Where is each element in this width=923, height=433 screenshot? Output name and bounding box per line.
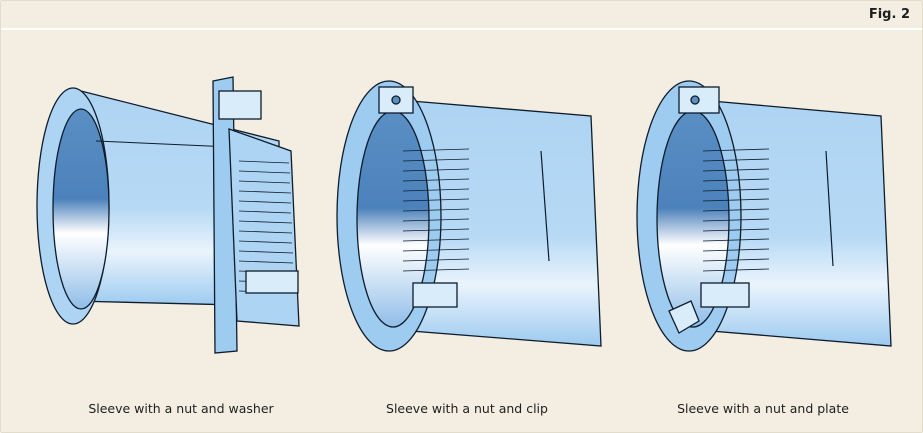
nut-threads — [702, 148, 770, 272]
caption-nut-and-washer: Sleeve with a nut and washer — [88, 401, 274, 416]
plate-bracket — [668, 300, 700, 334]
nut-threads — [402, 148, 470, 272]
clip-screw — [391, 95, 401, 105]
caption-nut-and-clip: Sleeve with a nut and clip — [386, 401, 548, 416]
washer-tab — [218, 90, 262, 120]
sleeve-bore — [52, 108, 110, 310]
sleeve-slit — [95, 140, 232, 148]
figure-label: Fig. 2 — [868, 7, 910, 22]
plate-lower — [700, 282, 750, 308]
sleeve-slot — [825, 150, 834, 267]
sleeve-with-nut-and-washer — [36, 76, 300, 354]
clip-lower — [412, 282, 458, 308]
header-divider — [1, 28, 922, 30]
nut — [228, 128, 300, 327]
nut-lug — [245, 270, 299, 294]
plate-screw — [690, 95, 700, 105]
sleeve-with-nut-and-clip — [336, 80, 602, 352]
sleeve-with-nut-and-plate — [636, 80, 892, 352]
caption-nut-and-plate: Sleeve with a nut and plate — [677, 401, 849, 416]
sleeve-slot — [540, 150, 550, 262]
